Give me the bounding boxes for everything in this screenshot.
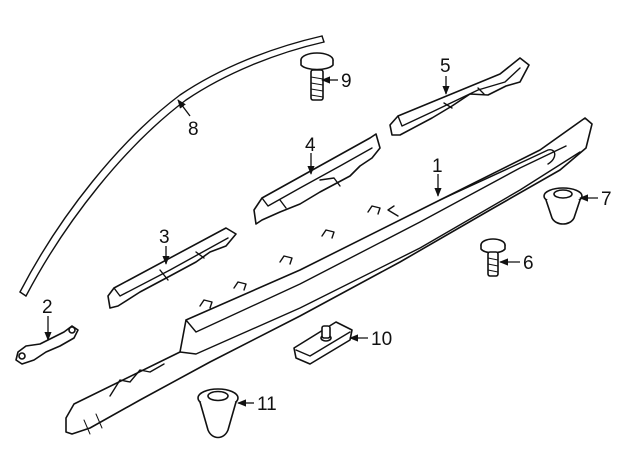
part-9-screw [300,52,334,101]
callout-10: 10 [371,329,392,350]
part-2-bracket [15,325,79,365]
part-10-clip [293,321,353,365]
callout-7: 7 [601,189,612,210]
callout-6: 6 [523,253,534,274]
part-8-roof-moulding [19,35,325,297]
part-1-rocker-panel [65,117,593,435]
part-3-trim-strip [107,227,237,309]
callout-leaders [44,76,598,407]
callout-labels: 1 2 3 4 5 6 7 8 9 10 11 [42,56,612,415]
callout-4: 4 [305,135,316,156]
leader-8 [177,99,191,117]
callout-8: 8 [188,119,199,140]
callout-2: 2 [42,297,53,318]
part-4-trim-strip [253,133,381,225]
callout-3: 3 [159,227,170,248]
part-6-screw [480,238,506,277]
callout-11: 11 [257,394,277,415]
part-5-trim-strip [389,57,530,136]
callout-9: 9 [341,71,352,92]
callout-1: 1 [432,156,443,177]
part-11-cone-clip [197,388,239,439]
callout-5: 5 [440,56,451,77]
part-7-cone-clip [543,187,583,225]
